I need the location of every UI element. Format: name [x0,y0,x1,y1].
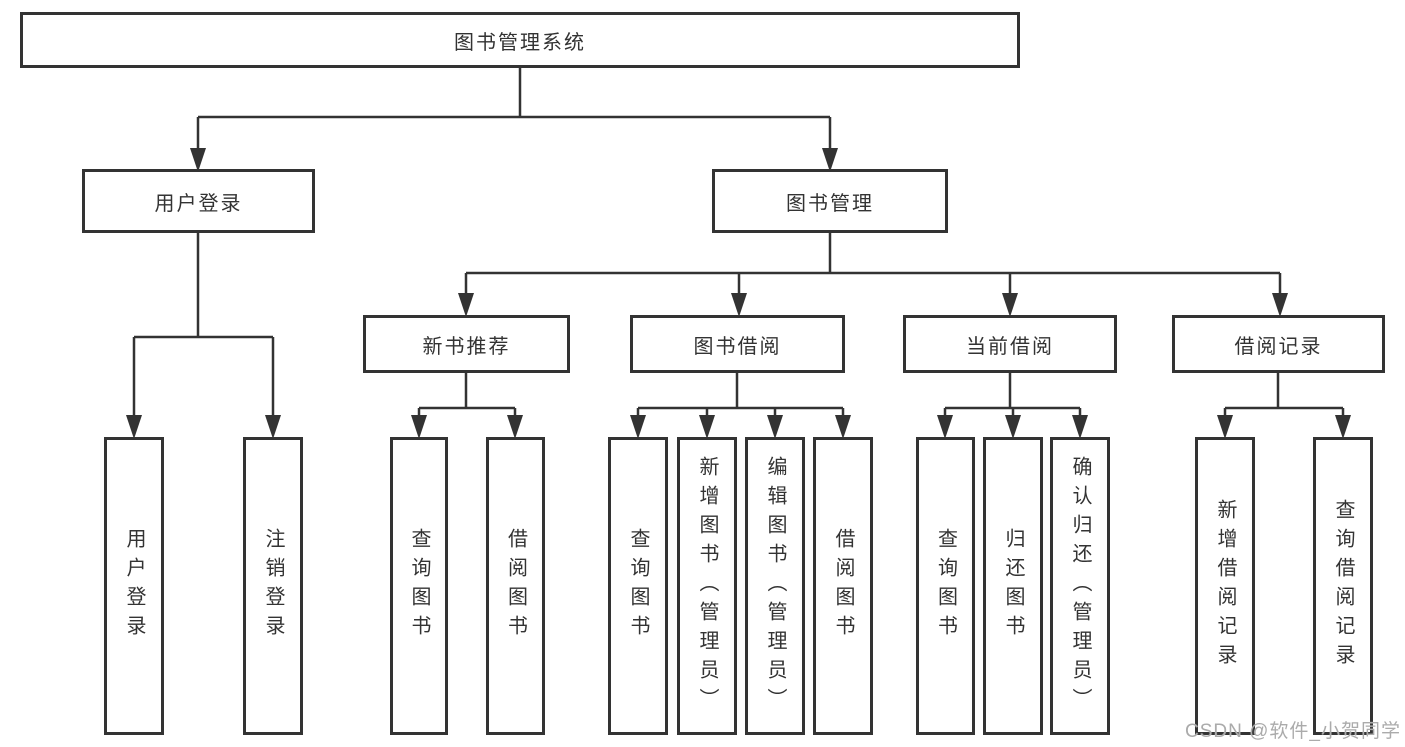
node-label: 归还图书 [1002,528,1024,644]
leaf-newbook-borrow-books: 借阅图书 [486,437,545,735]
node-label: 新增图书（管理员） [696,455,718,717]
node-book-management: 图书管理 [712,169,948,233]
node-label: 借阅图书 [832,528,854,644]
leaf-borrowing-edit-books-admin: 编辑图书（管理员） [745,437,805,735]
leaf-borrowing-query-books: 查询图书 [608,437,668,735]
node-label: 图书管理 [786,192,874,215]
node-borrowing-records: 借阅记录 [1172,315,1385,373]
leaf-user-login: 用户登录 [104,437,164,735]
node-label: 新增借阅记录 [1214,499,1236,673]
node-label: 确认归还（管理员） [1069,455,1091,717]
node-new-book-recommendation: 新书推荐 [363,315,570,373]
leaf-newbook-query-books: 查询图书 [390,437,448,735]
node-label: 图书管理系统 [454,31,586,54]
leaf-records-add-record: 新增借阅记录 [1195,437,1255,735]
node-label: 用户登录 [154,192,243,215]
csdn-watermark: CSDN @软件_小贺同学 [1185,721,1401,742]
node-label: 用户登录 [123,528,145,644]
leaf-borrowing-borrow-books: 借阅图书 [813,437,873,735]
leaf-records-query-record: 查询借阅记录 [1313,437,1373,735]
leaf-current-query-books: 查询图书 [916,437,975,735]
node-label: 当前借阅 [966,335,1054,358]
node-label: 图书借阅 [693,335,782,358]
leaf-logout: 注销登录 [243,437,303,735]
leaf-current-confirm-return-admin: 确认归还（管理员） [1050,437,1110,735]
node-label: 查询图书 [627,528,649,644]
node-current-borrowing: 当前借阅 [903,315,1117,373]
leaf-borrowing-add-books-admin: 新增图书（管理员） [677,437,737,735]
node-label: 查询借阅记录 [1332,499,1354,673]
node-label: 借阅图书 [504,528,527,644]
node-label: 注销登录 [262,528,284,644]
node-book-borrowing: 图书借阅 [630,315,845,373]
node-label: 查询图书 [934,528,957,644]
node-label: 查询图书 [408,528,430,644]
arrowheads [126,148,1351,439]
node-user-login: 用户登录 [82,169,315,233]
node-label: 借阅记录 [1234,335,1323,358]
node-root-system: 图书管理系统 [20,12,1020,68]
node-label: 编辑图书（管理员） [764,455,786,717]
leaf-current-return-books: 归还图书 [983,437,1043,735]
node-label: 新书推荐 [422,335,511,358]
